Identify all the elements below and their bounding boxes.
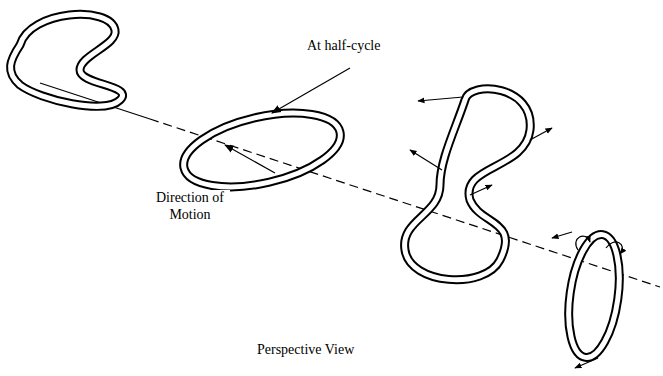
rotation-arrows (552, 232, 622, 368)
leader-arrow (272, 68, 350, 113)
vertical-ring (562, 231, 627, 360)
velocity-arrows (410, 97, 552, 195)
motion-arrow (225, 145, 275, 173)
label-box: Perspective View (255, 340, 415, 359)
label-box: Direction of Motion (150, 190, 230, 224)
twisted-ring (11, 14, 123, 106)
annotation-label: Direction of Motion (150, 190, 230, 224)
view-caption: Perspective View (255, 342, 356, 359)
twisted-ring (405, 89, 531, 280)
flat-ring (177, 100, 348, 200)
label-box: At half-cycle (305, 36, 425, 55)
annotation-label: At half-cycle (305, 38, 382, 55)
